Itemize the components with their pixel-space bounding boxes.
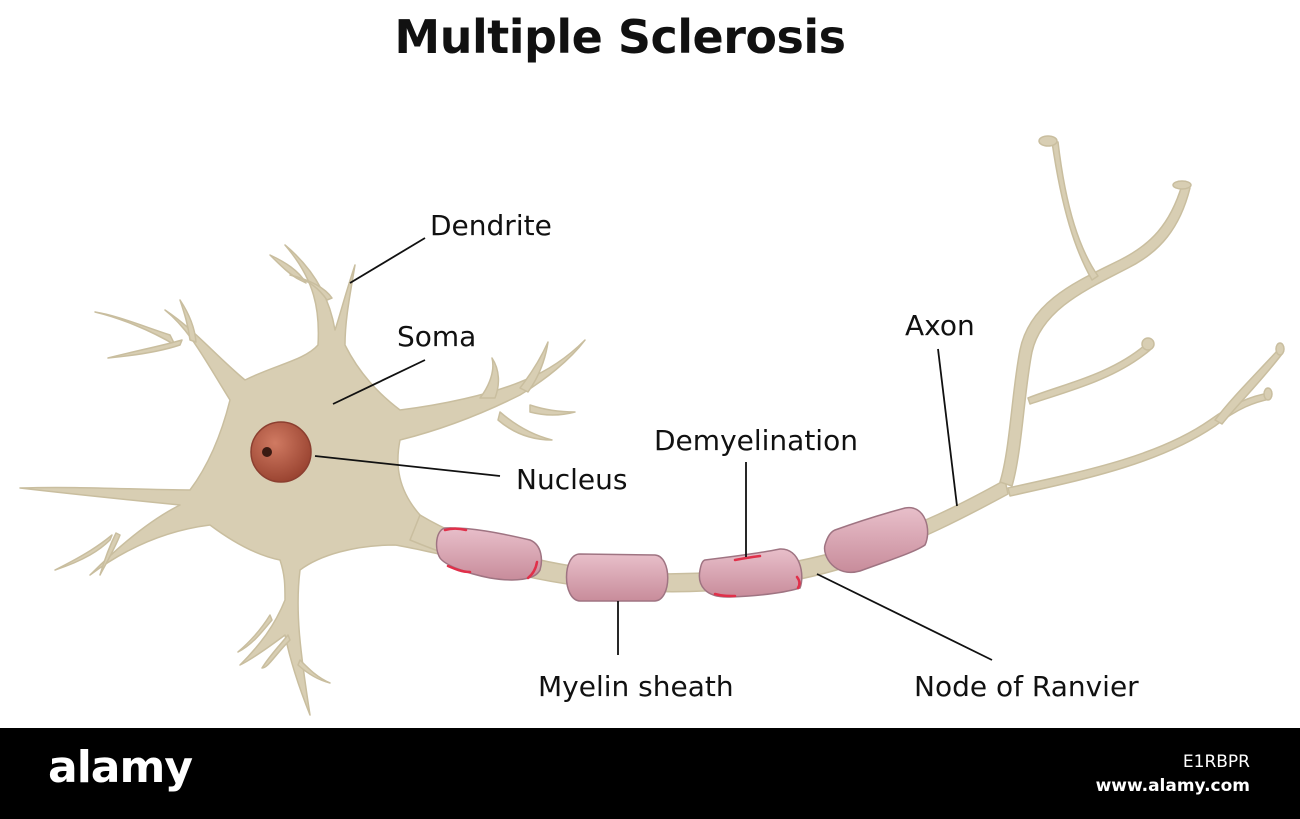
axon-leader bbox=[937, 348, 958, 507]
label-dendrite: Dendrite bbox=[430, 209, 552, 242]
axon-terminal bbox=[1214, 349, 1283, 425]
brand-logo: alamy bbox=[48, 742, 193, 793]
leader-lines bbox=[314, 237, 993, 661]
dendrite-branch bbox=[94, 311, 176, 346]
node-of-ranvier-leader bbox=[816, 573, 993, 661]
dendrite-branch bbox=[269, 254, 307, 284]
site-url: www.alamy.com bbox=[1095, 776, 1250, 796]
axon-terminal-knob bbox=[1141, 337, 1155, 351]
dendrite-leader bbox=[349, 237, 426, 284]
axon-terminal bbox=[1027, 344, 1151, 405]
axon-terminal bbox=[1051, 141, 1099, 281]
label-soma: Soma bbox=[397, 320, 477, 353]
axon-terminal bbox=[999, 184, 1191, 487]
soma-leader bbox=[332, 359, 426, 405]
dendrite-branch bbox=[237, 614, 273, 653]
myelin-segment-demyelinated bbox=[698, 548, 803, 598]
dendrite-branch bbox=[261, 634, 291, 669]
diagram-title: Multiple Sclerosis bbox=[394, 10, 846, 64]
dendrite-branch bbox=[99, 532, 121, 576]
label-node-of-ranvier: Node of Ranvier bbox=[914, 670, 1139, 703]
myelin-sheath-segments bbox=[435, 507, 929, 602]
myelin-segment bbox=[823, 507, 929, 574]
axon-terminal-knob bbox=[1038, 135, 1058, 147]
watermark-footer bbox=[0, 728, 1300, 819]
nucleus bbox=[250, 421, 312, 483]
dendrite-branch bbox=[479, 357, 500, 399]
soma-body bbox=[19, 244, 586, 716]
dendrite-branch bbox=[179, 299, 197, 343]
label-axon: Axon bbox=[905, 309, 975, 342]
demyelination-marks bbox=[443, 527, 801, 598]
label-myelin-sheath: Myelin sheath bbox=[538, 670, 734, 703]
neuron bbox=[19, 135, 1285, 716]
axon-terminal-knob bbox=[1172, 180, 1192, 190]
dendrite-branch bbox=[519, 341, 549, 393]
dendrite-branch bbox=[107, 339, 183, 359]
nucleus-leader bbox=[314, 455, 501, 477]
myelin-segment bbox=[565, 553, 669, 602]
image-id: E1RBPR bbox=[1182, 752, 1250, 772]
label-nucleus: Nucleus bbox=[516, 463, 628, 496]
label-demyelination: Demyelination bbox=[654, 424, 858, 457]
nucleolus bbox=[262, 447, 272, 457]
dendrite-branch bbox=[497, 411, 553, 441]
myelin-segment-demyelinated bbox=[435, 527, 543, 581]
axon-terminal-knob bbox=[1275, 342, 1285, 356]
dendrite-branch bbox=[54, 534, 113, 571]
dendrite-branch bbox=[297, 659, 331, 684]
axon-terminal-knob bbox=[1263, 387, 1273, 401]
dendrite-branch bbox=[289, 274, 333, 301]
dendrite-branch bbox=[529, 404, 576, 416]
